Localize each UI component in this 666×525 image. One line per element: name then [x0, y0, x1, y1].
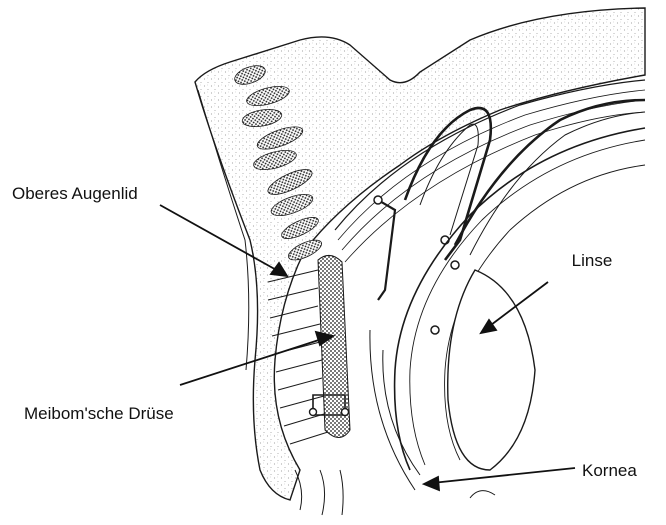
- label-cornea: Kornea: [582, 461, 637, 480]
- label-upper-eyelid: Oberes Augenlid: [12, 184, 138, 203]
- label-meibomian-gland: Meibom'sche Drüse: [24, 404, 174, 423]
- lens: [448, 270, 535, 470]
- label-lens: Linse: [572, 251, 613, 270]
